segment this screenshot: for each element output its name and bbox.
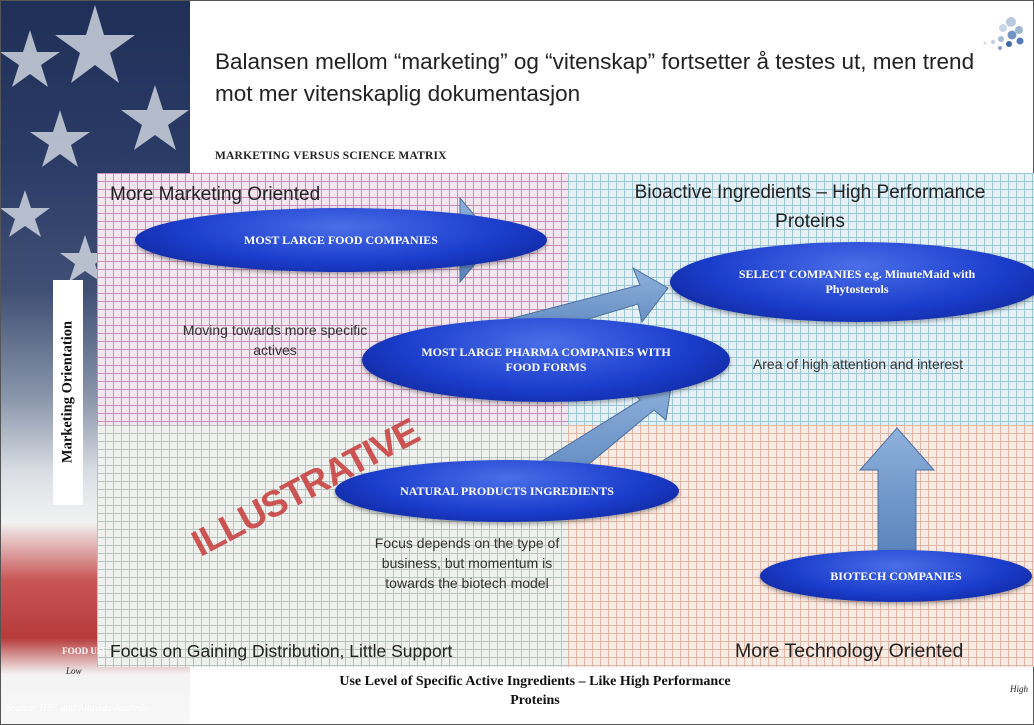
quadrant-label-technology: More Technology Oriented — [735, 640, 964, 662]
high-label: High — [1010, 684, 1028, 694]
arrow-biotech-up — [858, 427, 936, 554]
ellipse-large-pharma: MOST LARGE PHARMA COMPANIES WITH FOOD FO… — [362, 318, 730, 402]
ellipse-natural-products: NATURAL PRODUCTS INGREDIENTS — [335, 460, 679, 522]
slide-title: Balansen mellom “marketing” og “vitenska… — [215, 49, 975, 106]
source-note: Source: HSC and Altavida Analysis — [6, 703, 149, 714]
quadrant-label-marketing: More Marketing Oriented — [110, 184, 321, 205]
note-focus-depends: Focus depends on the type of business, b… — [374, 535, 560, 591]
quadrant-label-distribution: Focus on Gaining Distribution, Little Su… — [110, 641, 453, 661]
y-axis-box — [53, 280, 83, 505]
y-axis-label: Marketing Orientation — [59, 320, 76, 464]
ellipse-large-food-companies: MOST LARGE FOOD COMPANIES — [135, 208, 547, 272]
food-use-label: FOOD USE — [62, 646, 108, 656]
x-axis-label: Use Level of Specific Active Ingredients… — [339, 674, 731, 708]
ellipse-select-companies: SELECT COMPANIES e.g. MinuteMaid with Ph… — [670, 242, 1034, 322]
low-label: Low — [66, 666, 82, 676]
note-moving-towards: Moving towards more specific actives — [182, 322, 368, 358]
dots-logo-icon — [983, 17, 1024, 50]
matrix-title: MARKETING VERSUS SCIENCE MATRIX — [215, 150, 447, 162]
ellipse-biotech: BIOTECH COMPANIES — [760, 550, 1032, 602]
quadrant-label-bioactive: Bioactive Ingredients – High Performance… — [634, 182, 986, 232]
quadrant-bottom-right — [568, 425, 1034, 667]
note-high-attention: Area of high attention and interest — [752, 356, 964, 372]
